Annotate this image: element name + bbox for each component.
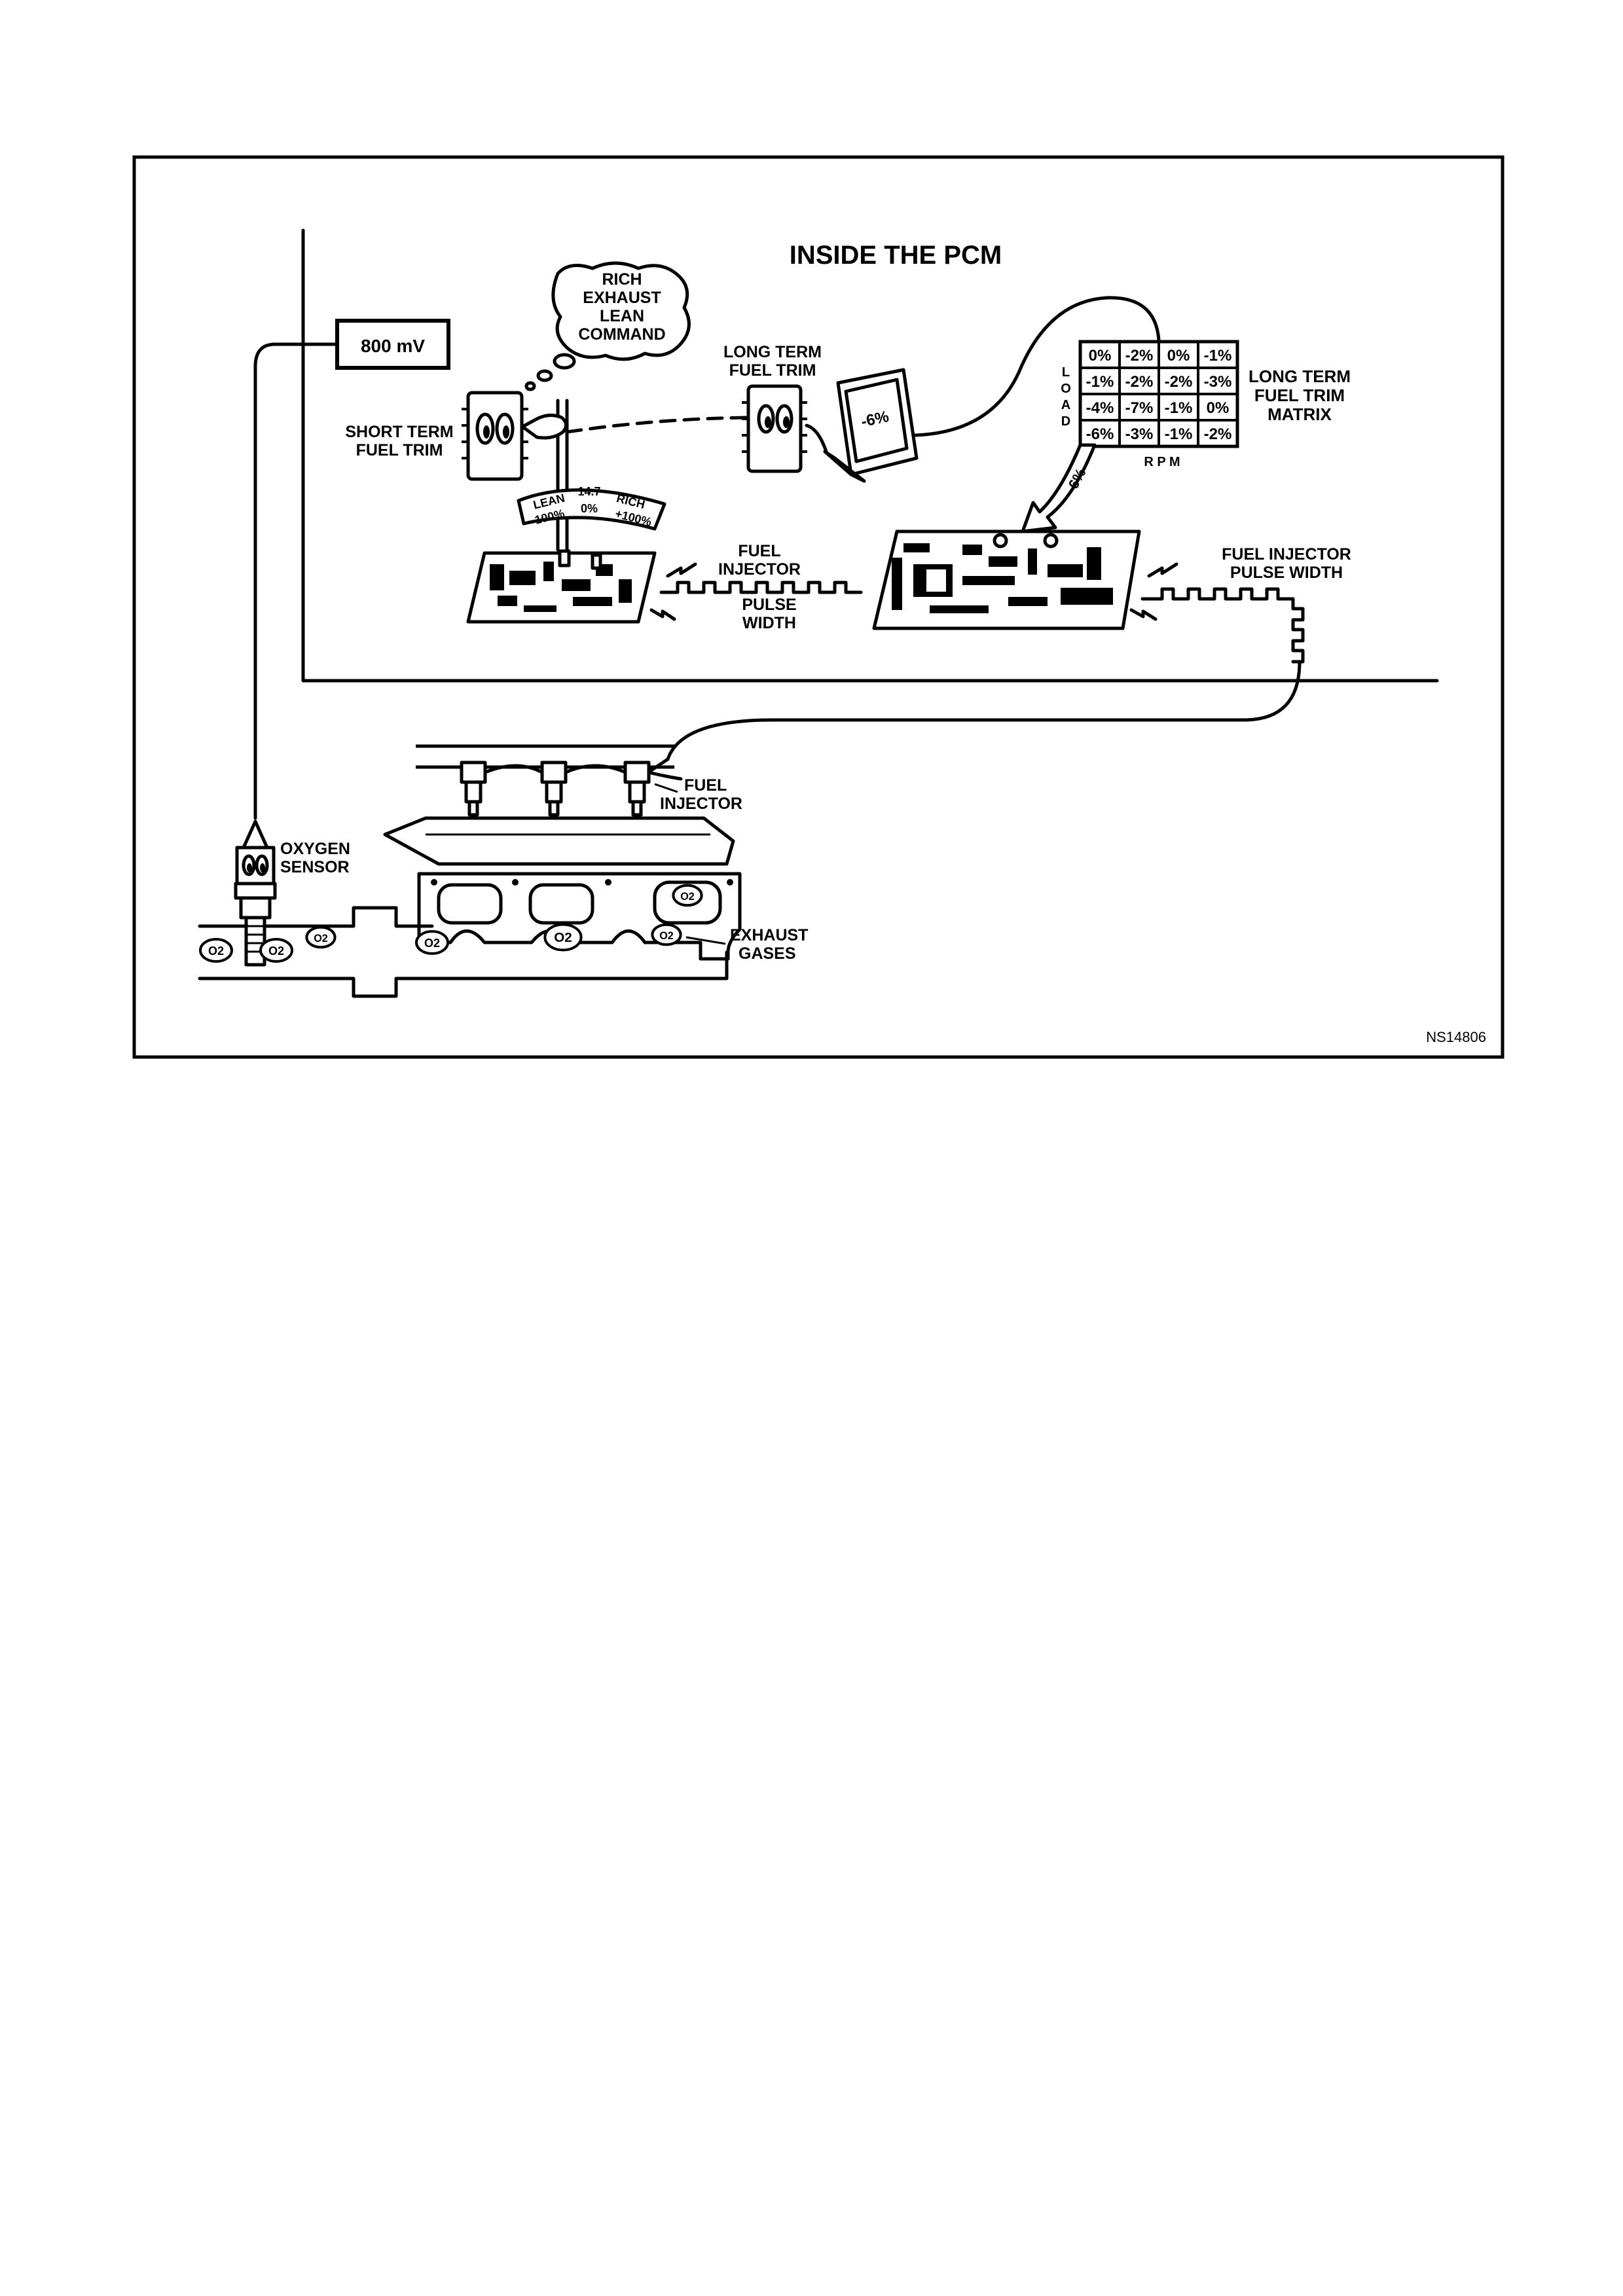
long-term-label-2: FUEL TRIM — [729, 361, 816, 380]
exhaust-gases-label-2: GASES — [739, 944, 796, 963]
load-letter-4: D — [1061, 414, 1070, 429]
rpm-label: R P M — [1144, 455, 1180, 469]
short-term-label-1: SHORT TERM — [345, 423, 453, 441]
pcm-boundary — [301, 228, 1439, 683]
load-letter-3: A — [1061, 398, 1070, 412]
figure-title: INSIDE THE PCM — [790, 241, 1002, 270]
long-term-trim-matrix: 0%-2%0%-1%-1%-2%-2%-3%-4%-7%-1%0%-6%-3%-… — [1078, 340, 1239, 448]
long-term-label-1: LONG TERM — [723, 343, 822, 361]
thought-line-1: RICH — [602, 270, 642, 289]
thought-line-3: LEAN — [600, 307, 644, 325]
monitor-icon — [805, 368, 919, 483]
o2-molecule-icon: O2 — [259, 938, 293, 963]
fuel-injector-label-1: FUEL — [684, 776, 727, 795]
matrix-cell: -2% — [1165, 373, 1193, 391]
matrix-cell: -6% — [1086, 425, 1114, 443]
matrix-output-arrow — [1021, 443, 1097, 533]
matrix-cell: -3% — [1125, 425, 1154, 443]
o2-molecule-icon: O2 — [672, 884, 703, 907]
thought-bubble: RICH EXHAUST LEAN COMMAND — [524, 261, 691, 391]
load-letter-1: L — [1062, 365, 1070, 380]
matrix-cell: -1% — [1165, 425, 1193, 443]
gauge-mid: 14.7 — [577, 485, 600, 498]
fuel-injector-icon-2 — [540, 761, 568, 817]
matrix-cell: -4% — [1086, 399, 1114, 417]
oxygen-sensor-icon — [234, 819, 277, 967]
figure-frame — [132, 155, 1504, 1059]
long-term-chip-icon — [742, 384, 807, 473]
thought-line-4: COMMAND — [578, 325, 665, 344]
exhaust-gases-leader — [685, 936, 726, 945]
matrix-cell: -1% — [1204, 347, 1232, 365]
matrix-cell: 0% — [1167, 347, 1190, 365]
matrix-title-1: LONG TERM — [1249, 367, 1351, 386]
left-circuit-board-icon — [466, 549, 657, 624]
injector-command-wire — [646, 660, 1302, 774]
right-signal-zigzag — [1129, 562, 1178, 621]
o2-label: O2 — [314, 933, 328, 944]
o2-label: O2 — [208, 944, 224, 958]
o2-label: O2 — [554, 930, 572, 945]
sensor-signal-wire — [253, 342, 339, 820]
left-pulse-train — [659, 581, 863, 594]
matrix-title-2: FUEL TRIM — [1254, 386, 1345, 405]
fip-right-1: FUEL INJECTOR — [1222, 545, 1351, 564]
fip-left-1: FUEL — [738, 542, 780, 560]
matrix-title-3: MATRIX — [1267, 404, 1332, 424]
hand-icon — [520, 414, 568, 440]
o2-molecule-icon: O2 — [651, 923, 682, 946]
fuel-injector-leader — [654, 783, 678, 793]
fip-left-2: INJECTOR — [718, 560, 801, 579]
injector-harness — [483, 764, 683, 781]
matrix-cell: -7% — [1125, 399, 1154, 417]
matrix-cell: 0% — [1089, 347, 1112, 365]
o2-label: O2 — [659, 930, 674, 942]
load-letter-2: O — [1061, 382, 1071, 396]
trim-gauge: LEAN -100% 14.7 0% RICH +100% — [517, 485, 666, 531]
matrix-cell: -2% — [1125, 347, 1154, 365]
left-signal-zigzag — [649, 562, 697, 621]
trim-dashed-link — [565, 416, 748, 434]
matrix-cell: -2% — [1125, 373, 1154, 391]
figure-id: NS14806 — [1426, 1029, 1486, 1045]
oxygen-sensor-label-1: OXYGEN — [280, 840, 350, 858]
matrix-cell: -1% — [1086, 373, 1114, 391]
right-pulse-train — [1140, 587, 1305, 664]
fuel-injector-label-2: INJECTOR — [660, 795, 742, 813]
fuel-injector-icon-1 — [460, 761, 487, 817]
matrix-cell: 0% — [1207, 399, 1230, 417]
short-term-chip-icon — [462, 391, 528, 481]
fuel-injector-icon-3 — [623, 761, 651, 817]
matrix-cell: -2% — [1204, 425, 1232, 443]
matrix-cell: -3% — [1204, 373, 1232, 391]
o2-molecule-icon: O2 — [199, 938, 233, 963]
oxygen-sensor-label-2: SENSOR — [280, 858, 350, 876]
o2-label: O2 — [268, 944, 284, 958]
o2-label: O2 — [680, 891, 695, 903]
thought-line-2: EXHAUST — [583, 289, 661, 307]
right-circuit-board-icon — [872, 529, 1141, 630]
gauge-mid-value: 0% — [581, 502, 598, 515]
monitor-matrix-cable — [913, 296, 1161, 437]
fip-left-3: PULSE — [742, 596, 796, 614]
o2-molecule-icon: O2 — [415, 930, 449, 955]
intake-manifold — [383, 816, 735, 866]
short-term-label-2: FUEL TRIM — [356, 441, 443, 459]
voltage-readout: 800 mV — [361, 336, 425, 356]
exhaust-gases-label-1: EXHAUST — [730, 926, 808, 944]
exhaust-pipe — [198, 906, 729, 998]
o2-label: O2 — [424, 937, 440, 950]
fip-right-2: PULSE WIDTH — [1230, 564, 1343, 582]
fip-left-4: WIDTH — [742, 614, 796, 632]
o2-molecule-icon: O2 — [543, 923, 583, 952]
matrix-cell: -1% — [1165, 399, 1193, 417]
o2-molecule-icon: O2 — [305, 925, 337, 949]
